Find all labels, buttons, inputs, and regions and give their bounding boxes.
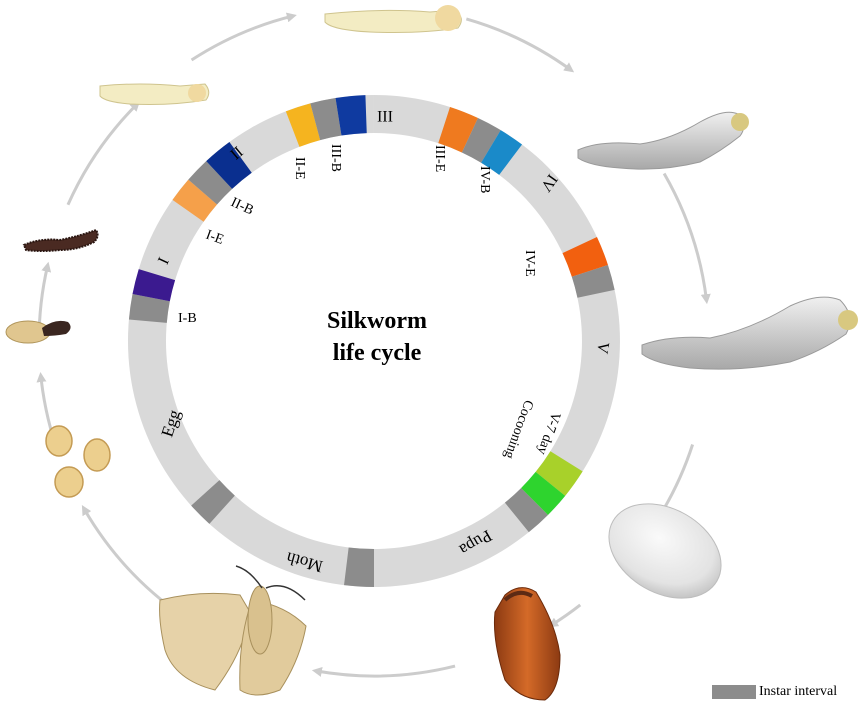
marker-iv-b: [481, 130, 523, 175]
marker-ii-b: [206, 141, 252, 189]
fifth-instar-larva-icon: [641, 296, 858, 370]
cycle-arrow: [190, 12, 297, 62]
label-ii-b: II-B: [228, 195, 255, 218]
life-cycle-ring: [127, 95, 620, 587]
label-iii-b: III-B: [328, 144, 343, 172]
label-i-e: I-E: [204, 228, 226, 248]
marker-i-b: [132, 269, 176, 302]
marker-v7: [535, 451, 583, 496]
cycle-arrow: [66, 101, 140, 206]
eggs-icon: [45, 425, 111, 498]
diagram-title-line1: Silkworm: [327, 308, 427, 334]
cycle-arrow: [311, 664, 456, 678]
interval-iv-v: [571, 264, 615, 298]
legend: Instar interval: [712, 684, 837, 700]
cocoon-icon: [608, 503, 722, 599]
cycle-arrow: [662, 172, 711, 305]
label-iv-e: IV-E: [522, 250, 537, 277]
interval-moth-egg: [191, 480, 235, 524]
marker-iii-b: [335, 95, 367, 136]
second-instar-larva-icon: [99, 83, 210, 105]
cycle-arrow: [548, 603, 582, 628]
fourth-instar-larva-icon: [577, 111, 749, 170]
marker-i-e: [172, 179, 218, 222]
marker-ii-e: [285, 103, 321, 147]
legend-swatch-interval: [712, 685, 756, 699]
label-iii: III: [377, 107, 393, 124]
marker-cocooning: [521, 471, 566, 515]
label-iii-e: III-E: [432, 145, 447, 172]
label-v: V: [593, 341, 612, 356]
pupa-icon: [493, 587, 561, 701]
diagram-title-line2: life cycle: [333, 340, 422, 366]
interval-i-ii: [188, 161, 233, 205]
label-ii-e: II-E: [292, 157, 307, 180]
label-i-b: I-B: [178, 311, 197, 326]
interval-cocooning-pupa: [504, 488, 548, 533]
interval-ii-iii: [310, 98, 342, 141]
moth-icon: [159, 565, 307, 696]
interval-egg-i: [128, 294, 170, 323]
interval-iii-iv: [461, 118, 501, 163]
marker-iv-e: [562, 237, 608, 277]
label-iv-b: IV-B: [477, 166, 492, 194]
hatching-larva-icon: [5, 320, 71, 344]
cycle-arrow: [465, 17, 575, 73]
label-cocooning: Cocooning: [501, 398, 536, 461]
marker-iii-e: [438, 107, 478, 153]
third-instar-larva-icon: [324, 5, 462, 33]
first-instar-larva-icon: [22, 228, 99, 252]
interval-pupa-moth: [344, 547, 374, 587]
legend-label: Instar interval: [759, 684, 838, 699]
